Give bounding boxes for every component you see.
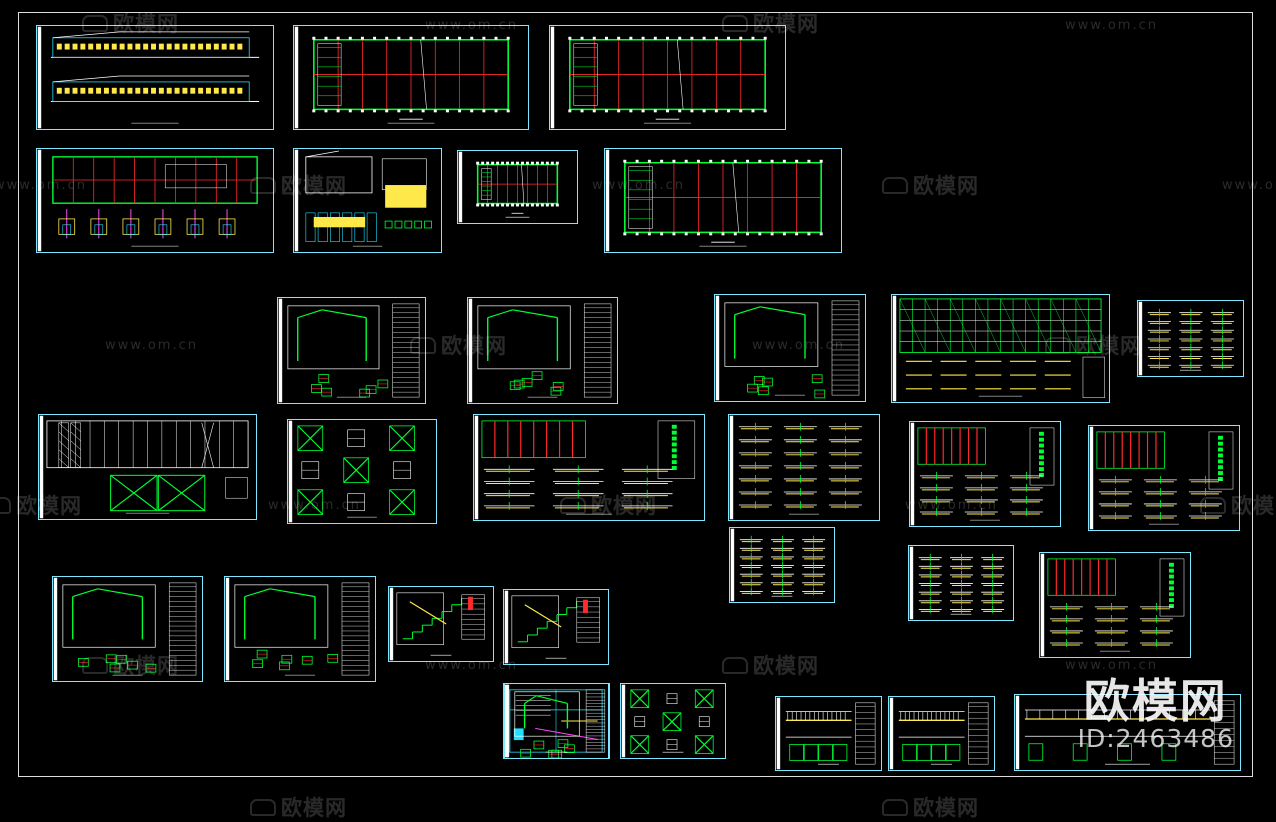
beam-layout-sheet-1-drawing (474, 415, 696, 520)
beam-layout-sheet-3-drawing (1089, 426, 1234, 530)
beam-layout-sheet-2[interactable] (909, 421, 1061, 527)
small-plan-sheet[interactable] (457, 150, 578, 224)
node-detail-sheet-1[interactable] (52, 576, 203, 682)
bracing-detail-sheet-drawing (288, 420, 415, 523)
stair-detail-sheet-1[interactable] (388, 586, 494, 662)
beam-elevation-sheet-3-drawing (1015, 695, 1235, 770)
stair-detail-sheet-2-drawing (504, 590, 600, 664)
column-detail-sheet-drawing (505, 684, 606, 758)
frame-detail-sheet-2-drawing (468, 298, 612, 403)
small-plan-sheet-drawing (458, 151, 559, 223)
purlin-detail-sheet-drawing (1138, 301, 1234, 376)
foundation-plan-sheet[interactable] (36, 148, 274, 253)
floor-plan-sheet-3[interactable] (604, 148, 842, 253)
frame-detail-sheet-3-drawing (715, 295, 860, 401)
column-detail-sheet[interactable] (504, 683, 610, 759)
bracing-elevation-sheet[interactable] (38, 414, 257, 520)
beam-schedule-sheet-1[interactable] (728, 414, 880, 521)
floor-plan-sheet-2-drawing (550, 26, 767, 129)
beam-elevation-sheet-1-drawing (776, 697, 876, 770)
purlin-detail-sheet[interactable] (1137, 300, 1244, 377)
node-detail-sheet-2-drawing (225, 577, 370, 681)
beam-schedule-sheet-2-drawing (730, 528, 826, 602)
beam-layout-sheet-4[interactable] (1039, 552, 1191, 658)
beam-schedule-sheet-3-drawing (909, 546, 1005, 620)
beam-schedule-sheet-3[interactable] (908, 545, 1014, 621)
node-detail-sheet-2[interactable] (224, 576, 376, 682)
roof-framing-sheet[interactable] (891, 294, 1110, 403)
floor-plan-sheet-3-drawing (605, 149, 823, 252)
roof-framing-sheet-drawing (892, 295, 1105, 402)
beam-schedule-sheet-1-drawing (729, 415, 862, 520)
floor-plan-sheet-2[interactable] (549, 25, 786, 130)
bracing-detail-sheet[interactable] (287, 419, 437, 524)
node-detail-sheet-1-drawing (53, 577, 197, 681)
beam-elevation-sheet-2-drawing (889, 697, 989, 770)
beam-layout-sheet-4-drawing (1040, 553, 1185, 657)
frame-detail-sheet-1[interactable] (277, 297, 426, 404)
frame-detail-sheet-1-drawing (278, 298, 420, 403)
beam-elevation-sheet-3[interactable] (1014, 694, 1241, 771)
beam-elevation-sheet-1[interactable] (775, 696, 882, 771)
bracing-table-sheet[interactable] (620, 683, 726, 759)
section-detail-sheet-drawing (294, 149, 432, 252)
elevation-sheet-drawing (37, 26, 260, 129)
beam-schedule-sheet-2[interactable] (729, 527, 835, 603)
beam-layout-sheet-2-drawing (910, 422, 1055, 526)
elevation-sheet[interactable] (36, 25, 274, 130)
foundation-plan-sheet-drawing (37, 149, 258, 252)
bracing-table-sheet-drawing (621, 684, 714, 758)
floor-plan-sheet-1[interactable] (293, 25, 529, 130)
frame-detail-sheet-3[interactable] (714, 294, 866, 402)
floor-plan-sheet-1-drawing (294, 26, 510, 129)
beam-elevation-sheet-2[interactable] (888, 696, 995, 771)
bracing-elevation-sheet-drawing (39, 415, 249, 519)
beam-layout-sheet-3[interactable] (1088, 425, 1240, 531)
beam-layout-sheet-1[interactable] (473, 414, 705, 521)
frame-detail-sheet-2[interactable] (467, 297, 618, 404)
stair-detail-sheet-2[interactable] (503, 589, 609, 665)
stair-detail-sheet-1-drawing (389, 587, 485, 661)
section-detail-sheet[interactable] (293, 148, 442, 253)
